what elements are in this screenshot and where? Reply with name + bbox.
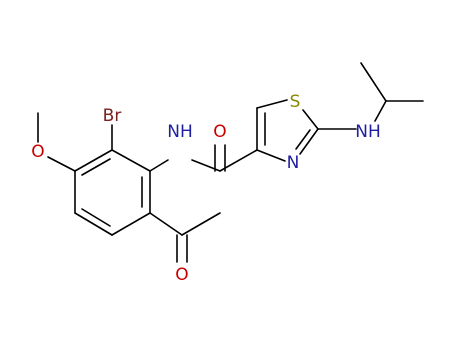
bond-nh-ch [374, 100, 387, 122]
bond-c2thz-n [299, 128, 319, 155]
bond-c5-c6 [111, 212, 151, 236]
bond-c2-c3 [74, 149, 113, 172]
bromine-label: Br [103, 106, 122, 126]
bond-c5thz-s [256, 99, 288, 109]
bond-ccarbonyl-c4thz [219, 149, 258, 172]
bond-lines [37, 62, 424, 263]
thiazole-nitrogen-label: N [287, 153, 300, 173]
bond-c2-c3-inner [81, 158, 111, 176]
bond-c1-n [149, 159, 169, 172]
bond-n-c4thz [256, 149, 286, 162]
methoxy-oxygen-label: O [31, 142, 44, 162]
acetyl-oxygen-label: O [175, 265, 188, 285]
thiazole-sulfur-label: S [290, 92, 301, 112]
bond-c1-c2 [111, 149, 151, 172]
bond-c2thz-n-inner [295, 129, 311, 150]
bond-s-c2thz [302, 109, 319, 130]
isopropylamino-nh-label: NH [355, 122, 381, 142]
bond-c4-c5 [74, 212, 113, 236]
bond-c4-c5-inner [81, 208, 111, 227]
bond-c6-cacetyl [149, 212, 183, 236]
atom-labels: Br O NH O O S N NH [31, 92, 380, 285]
amide-oxygen-label: O [213, 122, 226, 142]
bond-ch-ch3a [360, 62, 387, 102]
bond-c3-o [47, 156, 76, 172]
bond-cacetyl-ch3 [181, 212, 221, 236]
amide-nh-label: NH [167, 122, 193, 142]
